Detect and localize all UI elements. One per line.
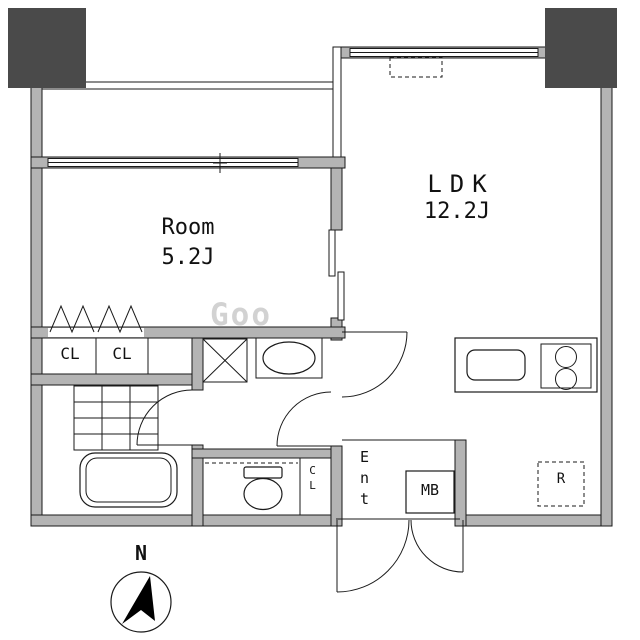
toilet-bowl — [243, 477, 283, 511]
stove-burner-2 — [555, 368, 577, 390]
wall-bath-right-lower — [191, 444, 204, 527]
kitchen-sink — [466, 349, 526, 381]
wall-closet-bottom — [30, 373, 204, 386]
toilet-tank — [243, 466, 283, 479]
sliding-door-panel-1 — [328, 229, 336, 277]
entrance-label: Ent — [355, 448, 374, 511]
bathroom-door-arc — [136, 389, 193, 446]
pillar-top-right — [545, 8, 617, 88]
ldk-name-label: LDK — [427, 170, 495, 198]
closet-right-label: CL — [112, 344, 132, 363]
hall-closet-label: CL — [306, 464, 320, 494]
wall-washroom-bottom — [191, 448, 332, 459]
ldk-door-arc — [341, 331, 408, 398]
bathtub-inner — [85, 457, 172, 503]
washer-diagonal-2 — [202, 338, 248, 383]
sliding-door — [328, 229, 345, 321]
closet-folding-door-left — [49, 304, 95, 334]
wall-bottom-left — [30, 514, 337, 527]
wall-right — [600, 46, 613, 527]
ceiling-beam — [389, 56, 443, 78]
washroom-door-arc — [276, 391, 332, 447]
room-name-label: Room — [161, 215, 215, 240]
wall-bottom-right — [459, 514, 613, 527]
compass-north-label: N — [134, 541, 148, 565]
wall-mid-upper — [330, 167, 343, 231]
compass-needle-icon — [122, 576, 155, 624]
meter-box-label: MB — [420, 481, 440, 499]
entry-door-arc-main — [336, 519, 410, 593]
sliding-door-panel-2 — [337, 271, 345, 321]
stove-burner-1 — [555, 346, 577, 368]
toilet-area — [205, 457, 331, 515]
stove-unit — [540, 343, 592, 389]
bathroom-floor-grid — [73, 385, 159, 451]
refrigerator-label: R — [556, 471, 566, 487]
compass — [110, 571, 172, 633]
wall-mid-hall — [330, 445, 343, 527]
bathtub — [79, 452, 178, 508]
refrigerator-space — [537, 461, 585, 507]
ldk-size-label: 12.2J — [423, 199, 491, 224]
room-size-label: 5.2J — [161, 245, 215, 270]
vanity-counter — [255, 337, 323, 379]
wall-left — [30, 83, 43, 527]
entry-door-arc-child — [410, 519, 464, 573]
kitchen — [389, 56, 598, 507]
meter-box — [405, 470, 455, 514]
wall-bath-right-upper — [191, 337, 204, 391]
wash-basin — [262, 341, 316, 375]
pillar-top-left — [8, 8, 86, 88]
closets — [48, 304, 149, 374]
bathroom — [73, 385, 178, 508]
wall-entrance-right — [454, 439, 467, 527]
entrance-area — [336, 439, 460, 520]
doors — [136, 331, 464, 593]
washing-machine-space — [202, 338, 248, 383]
windows — [41, 46, 539, 173]
watermark: Goo — [210, 297, 272, 333]
balcony-divider — [332, 46, 342, 158]
closet-left-label: CL — [60, 344, 80, 363]
closet-opening — [48, 328, 144, 337]
washroom — [202, 337, 323, 383]
closet-folding-door-right — [97, 304, 143, 334]
